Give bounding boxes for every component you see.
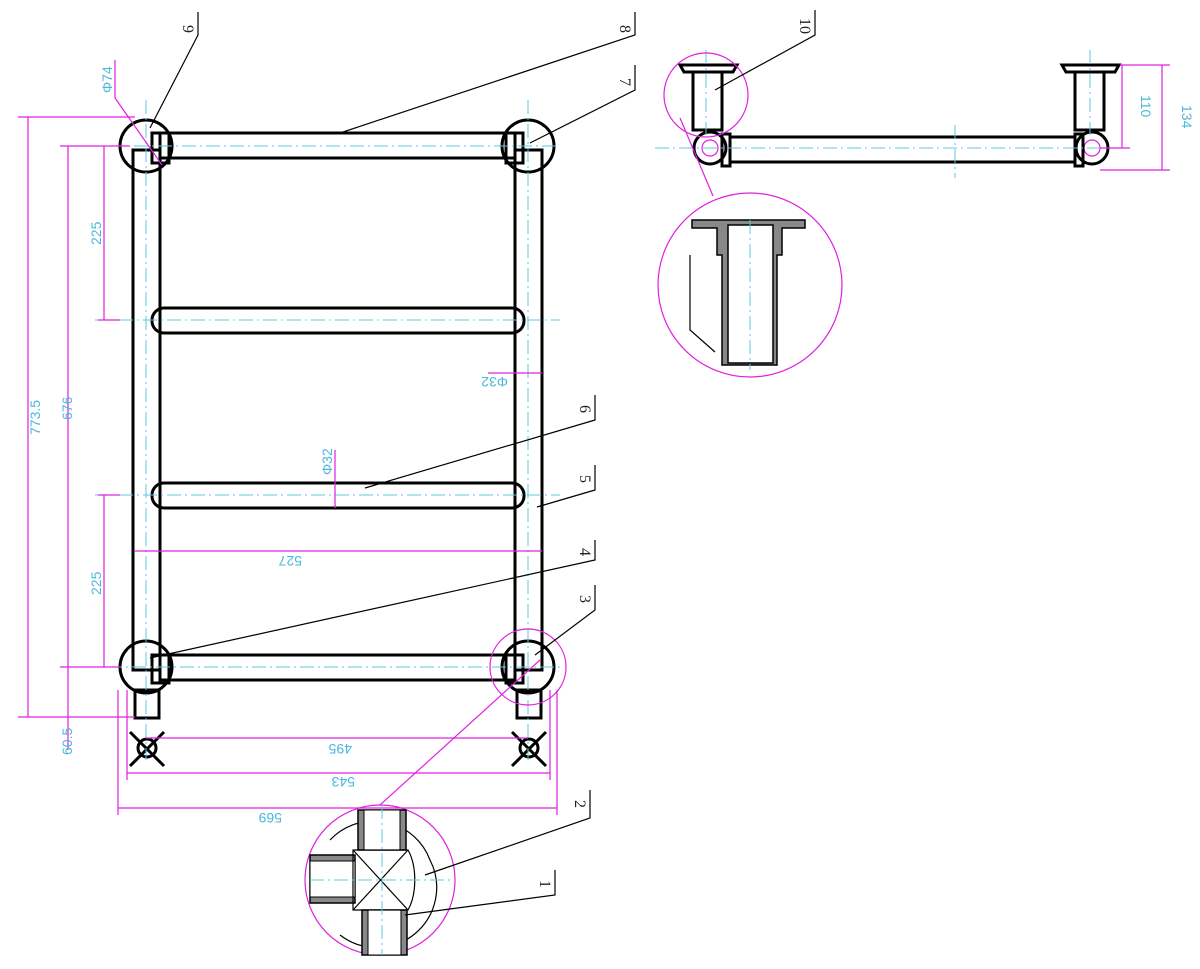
front-view [60,100,560,768]
side-view [655,50,1170,197]
centerlines [60,100,560,760]
dim-base-offset: 60.5 [59,728,75,755]
dim-tube-dia-bar: Φ32 [319,448,335,475]
part-label-9: 9 [179,25,196,33]
part-label-8: 8 [616,25,633,33]
dim-inner-height: 676 [59,396,75,420]
dim-tube-dia-vertical: Φ32 [481,374,508,390]
dimension-texts: 773.5 676 225 225 60.5 495 543 569 527 Φ… [27,66,1195,826]
part-label-2: 2 [571,800,588,808]
part-label-5: 5 [576,475,593,483]
dim-outer-width: 543 [331,774,355,790]
dim-spacing-top: 225 [88,221,104,245]
dim-overall-height: 773.5 [27,400,43,435]
part-label-10: 10 [796,18,813,34]
part-label-6: 6 [576,405,593,413]
corner-balls [118,118,556,695]
part-label-7: 7 [616,78,633,86]
dimension-lines [18,60,567,815]
leader-lines [149,10,816,916]
detail-corner-section [304,804,456,956]
part-labels: 9 8 7 6 5 4 3 2 1 10 [179,18,813,888]
dim-rail-span: 527 [278,553,302,569]
dim-overall-width: 569 [258,810,282,826]
part-label-1: 1 [536,880,553,888]
dim-wall-offset-total: 134 [1179,105,1195,129]
dim-ball-dia: Φ74 [99,66,115,93]
detail-wall-bracket [657,192,843,378]
part-label-3: 3 [576,595,593,603]
dim-spacing-bottom: 225 [88,571,104,595]
dim-wall-offset-center: 110 [1138,95,1154,118]
dim-valve-centers: 495 [328,741,352,757]
part-label-4: 4 [576,548,593,556]
